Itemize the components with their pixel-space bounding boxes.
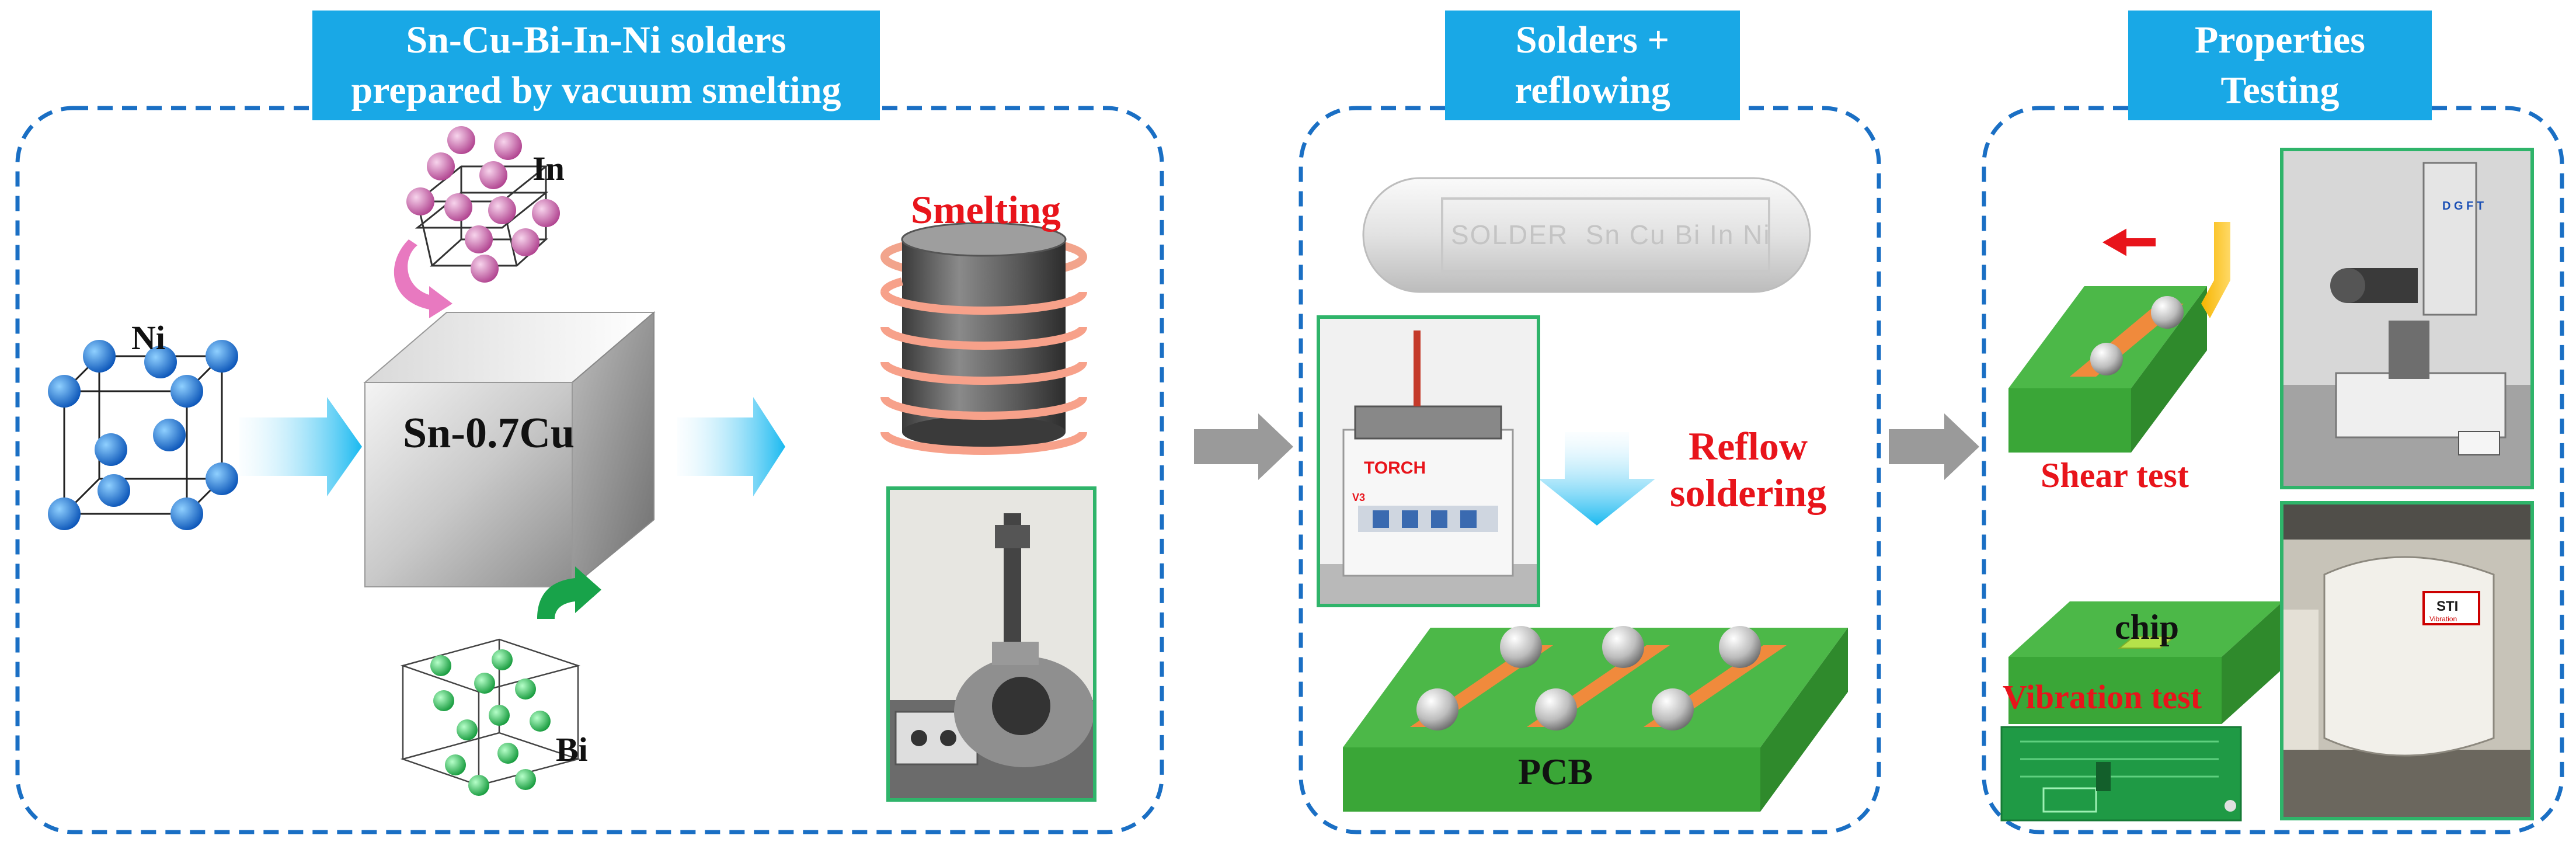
smelting-crucible-icon (880, 222, 1087, 455)
arrow-cube-to-smelting-icon (677, 397, 785, 496)
flow-arrow-2-icon (1889, 413, 1979, 480)
reflow-oven-photo: TORCH V3 (1317, 315, 1540, 607)
bi-atoms (430, 649, 551, 796)
stage3-title-banner: Properties Testing (2128, 11, 2432, 120)
circuit-board-icon (2000, 726, 2242, 822)
arrow-reflow-down-icon (1538, 432, 1655, 526)
stage3-title-line2: Testing (2220, 69, 2340, 112)
oven-model-label: V3 (1352, 492, 1365, 503)
smelting-label: Smelting (911, 187, 1061, 232)
solder-bar-icon (1362, 177, 1811, 293)
arrow-ni-to-cube-icon (239, 397, 362, 496)
in-label: In (532, 149, 565, 187)
stage3-title-line1: Properties (2194, 19, 2365, 61)
base-alloy-label: Sn-0.7Cu (403, 409, 575, 457)
bi-label: Bi (556, 730, 588, 768)
stage2-title-line2: reflowing (1515, 69, 1670, 112)
vacuum-furnace-photo (886, 486, 1096, 802)
in-arrow-icon (394, 239, 452, 318)
stage1-title-line1: Sn-Cu-Bi-In-Ni solders (406, 19, 786, 61)
ni-atoms (48, 340, 238, 530)
chip-label: chip (2115, 608, 2180, 646)
tester-brand-label: D G F T (2442, 200, 2484, 213)
in-atoms (406, 126, 560, 283)
sn-cu-cube (363, 311, 656, 589)
ni-label: Ni (131, 319, 165, 357)
bi-crystal-icon (400, 638, 581, 787)
flow-arrow-1-icon (1194, 413, 1293, 480)
pcb-label: PCB (1518, 751, 1593, 792)
shaker-brand-label: STI (2436, 599, 2458, 614)
vibration-shaker-photo: STI Vibration (2280, 501, 2534, 820)
reflow-label-line1: Reflow (1689, 424, 1808, 468)
solder-bar-text: SOLDER Sn Cu Bi In Ni (1451, 220, 1771, 250)
shaker-sub-label: Vibration (2429, 615, 2457, 623)
shear-test-label: Shear test (2041, 456, 2189, 495)
stage1-title-line2: prepared by vacuum smelting (351, 69, 841, 112)
stage2-title-line1: Solders + (1515, 19, 1670, 61)
stage2-title-banner: Solders + reflowing (1445, 11, 1740, 120)
reflow-label-line2: soldering (1670, 471, 1827, 515)
oven-brand-label: TORCH (1364, 458, 1426, 478)
pcb-board-icon (1343, 626, 1848, 812)
vibration-test-board-icon (2008, 601, 2283, 724)
vibration-test-label: Vibration test (2003, 678, 2202, 716)
shear-tester-photo: D G F T (2280, 148, 2534, 489)
bi-arrow-icon (537, 566, 601, 619)
stage1-title-banner: Sn-Cu-Bi-In-Ni solders prepared by vacuu… (312, 11, 880, 120)
shear-test-board-icon (2008, 222, 2230, 453)
